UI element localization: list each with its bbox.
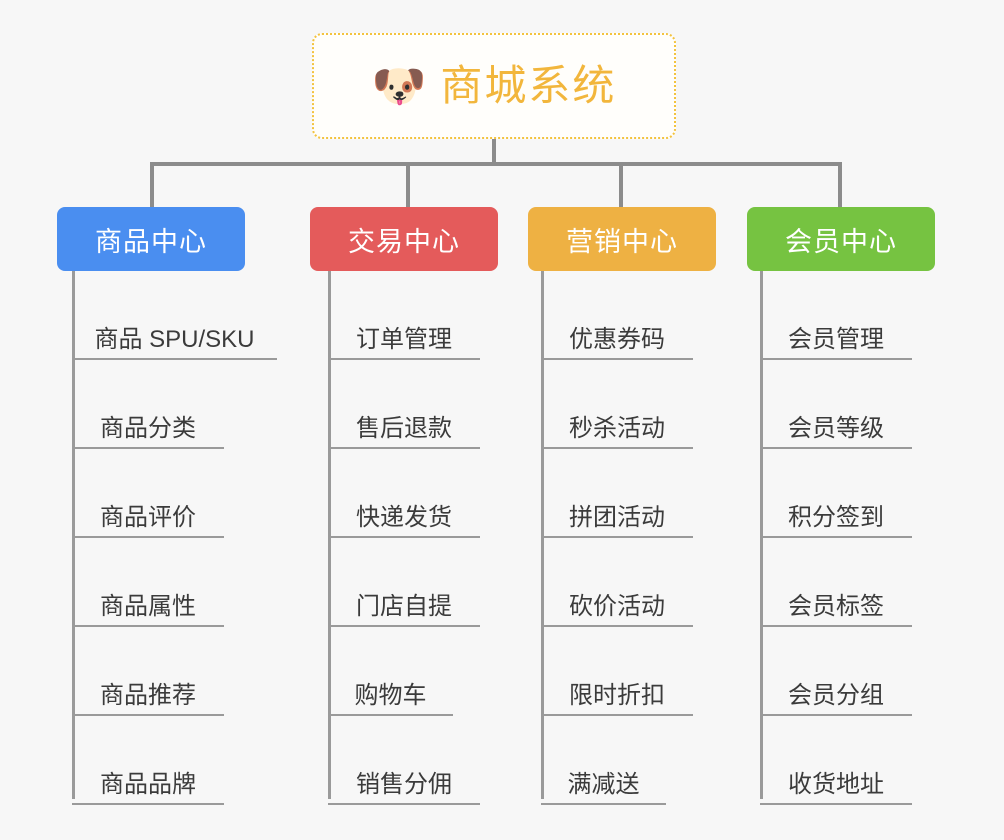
branch-trunk-line [328,271,331,799]
leaf-item-label: 订单管理 [356,326,452,354]
leaf-item[interactable]: 商品 SPU/SKU [72,271,277,360]
branch-bus-line [150,162,840,166]
category-drop-line [150,162,154,207]
leaf-item[interactable]: 快递发货 [328,449,480,538]
leaf-item-label: 满减送 [567,771,640,799]
leaf-item[interactable]: 积分签到 [760,449,912,538]
leaf-item[interactable]: 砍价活动 [541,538,693,627]
category-box[interactable]: 会员中心 [747,207,935,271]
dog-face-icon: 🐶 [371,62,427,111]
leaf-item-label: 门店自提 [356,593,452,621]
branch-trunk-line [541,271,544,799]
category-box[interactable]: 交易中心 [310,207,498,271]
category-box[interactable]: 商品中心 [57,207,245,271]
category-label: 会员中心 [785,226,897,257]
leaf-item-label: 会员等级 [788,415,884,443]
leaf-item[interactable]: 限时折扣 [541,627,693,716]
category-drop-line [619,162,623,207]
leaf-item-label: 砍价活动 [569,593,665,621]
leaf-item-label: 商品分类 [100,415,196,443]
leaf-item[interactable]: 门店自提 [328,538,480,627]
leaf-item-label: 商品评价 [100,504,196,532]
root-stem-line [492,139,496,164]
leaf-item-label: 限时折扣 [569,682,665,710]
root-node[interactable]: 🐶 商城系统 [312,33,676,139]
branch-trunk-line [72,271,75,799]
leaf-item[interactable]: 秒杀活动 [541,360,693,449]
leaf-item-label: 会员分组 [788,682,884,710]
leaf-item[interactable]: 会员标签 [760,538,912,627]
leaf-item[interactable]: 会员管理 [760,271,912,360]
leaf-item-label: 商品属性 [100,593,196,621]
leaf-item-label: 会员管理 [788,326,884,354]
leaf-item[interactable]: 商品分类 [72,360,224,449]
leaf-item-label: 会员标签 [788,593,884,621]
category-drop-line [406,162,410,207]
leaf-item[interactable]: 优惠券码 [541,271,693,360]
leaf-item-label: 快递发货 [356,504,452,532]
leaf-item[interactable]: 会员等级 [760,360,912,449]
leaf-item[interactable]: 商品评价 [72,449,224,538]
leaf-item[interactable]: 商品品牌 [72,716,224,805]
leaf-item-label: 优惠券码 [569,326,665,354]
leaf-item-label: 拼团活动 [569,504,665,532]
leaf-item-label: 售后退款 [356,415,452,443]
category-box[interactable]: 营销中心 [528,207,716,271]
category-label: 营销中心 [566,226,678,257]
leaf-item[interactable]: 会员分组 [760,627,912,716]
leaf-item[interactable]: 拼团活动 [541,449,693,538]
leaf-item[interactable]: 商品属性 [72,538,224,627]
leaf-item[interactable]: 购物车 [328,627,453,716]
leaf-item[interactable]: 订单管理 [328,271,480,360]
leaf-item-label: 商品推荐 [100,682,196,710]
category-drop-line [838,162,842,207]
leaf-item-label: 积分签到 [788,504,884,532]
leaf-item-label: 商品 SPU/SKU [94,326,255,354]
leaf-item[interactable]: 收货地址 [760,716,912,805]
root-title: 商城系统 [440,62,617,109]
category-label: 商品中心 [95,226,207,257]
category-label: 交易中心 [348,226,460,257]
branch-trunk-line [760,271,763,799]
leaf-item-label: 商品品牌 [100,771,196,799]
leaf-item[interactable]: 售后退款 [328,360,480,449]
leaf-item[interactable]: 销售分佣 [328,716,480,805]
leaf-item[interactable]: 满减送 [541,716,666,805]
leaf-item-label: 销售分佣 [356,771,452,799]
leaf-item-label: 收货地址 [788,771,884,799]
leaf-item-label: 秒杀活动 [569,415,665,443]
leaf-item[interactable]: 商品推荐 [72,627,224,716]
leaf-item-label: 购物车 [354,682,427,710]
